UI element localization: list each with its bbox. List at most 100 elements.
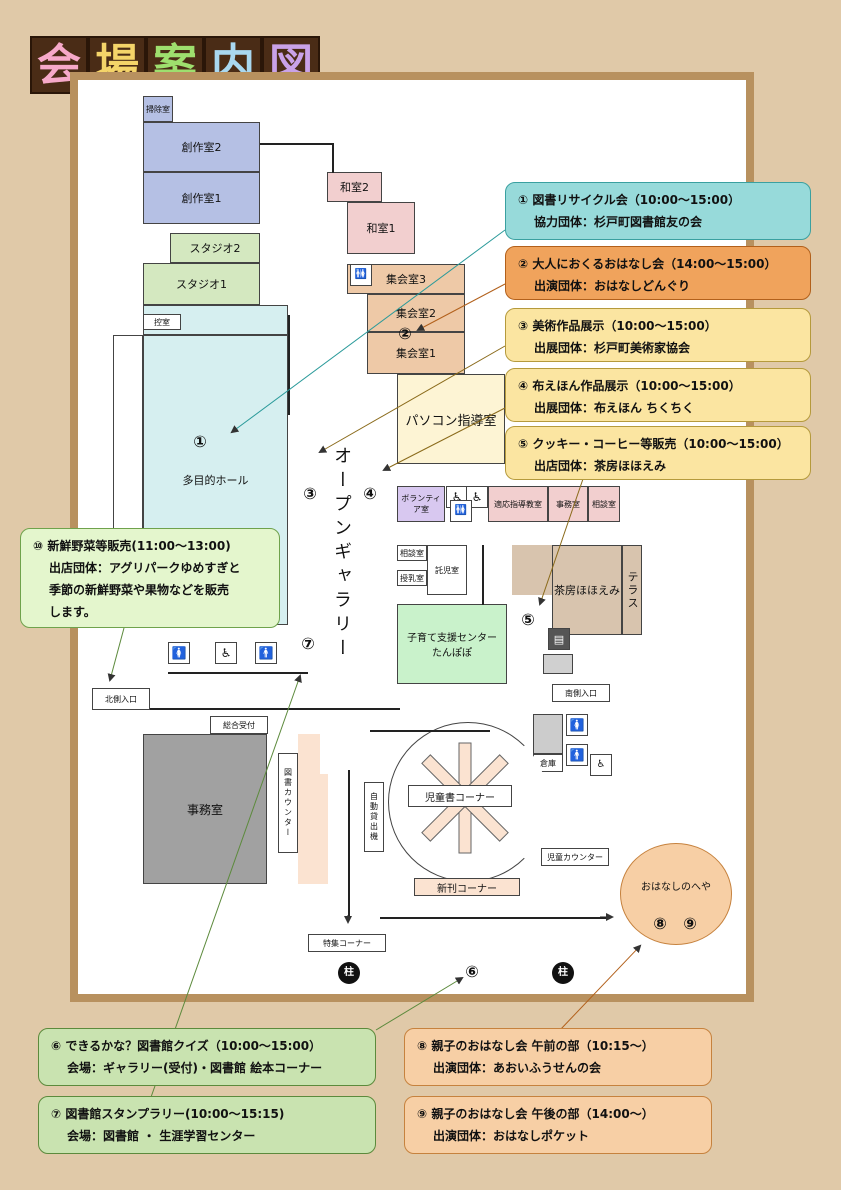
callout-2-line2: 出演団体：おはなしどんぐり xyxy=(534,279,691,293)
accessible-toilet-icon-3: ♿ xyxy=(590,754,612,776)
callout-9-line1: ⑨ 親子のおはなし会 午後の部（14:00～） xyxy=(417,1107,654,1121)
room-hikae: 控室 xyxy=(143,314,181,330)
callout-5-line2: 出店団体：茶房ほほえみ xyxy=(534,459,667,473)
callout-7-line1: ⑦ 図書館スタンプラリー(10:00～15:15) xyxy=(51,1107,285,1121)
callout-7-line2: 会場：図書館 ・ 生涯学習センター xyxy=(67,1129,256,1143)
pillar-2: 柱 xyxy=(552,962,574,984)
library-counter: 図書カウンター xyxy=(278,753,298,853)
marker-7: ⑦ xyxy=(301,634,315,653)
sogo-uketsuke: 総合受付 xyxy=(210,716,268,734)
pillar-1: 柱 xyxy=(338,962,360,984)
gray-block xyxy=(543,654,573,674)
callout-10-line3: 季節の新鮮野菜や果物などを販売 xyxy=(49,583,230,597)
arrow-right-line xyxy=(380,917,610,919)
callout-2: ② 大人におくるおはなし会（14:00～15:00） 出演団体：おはなしどんぐり xyxy=(505,246,811,300)
marker-9: ⑨ xyxy=(683,914,697,933)
room-shukai2: 集会室2 xyxy=(367,294,465,332)
ohanashi-room xyxy=(620,843,732,945)
wall-6 xyxy=(482,545,484,605)
marker-2: ② xyxy=(398,324,412,343)
marker-3: ③ xyxy=(303,484,317,503)
room-washitsu1: 和室1 xyxy=(347,202,415,254)
marker-4: ④ xyxy=(363,484,377,503)
room-sosaku1: 創作室1 xyxy=(143,172,260,224)
sabo-kitchen xyxy=(512,545,552,595)
room-jimu-small: 事務室 xyxy=(548,486,588,522)
female-toilet-icon: 🚺 xyxy=(566,714,588,736)
callout-10-line2: 出店団体：アグリパークゆめすぎと xyxy=(49,561,241,575)
accessible-toilet-icon-4: ♿ xyxy=(215,642,237,664)
room-kosodate: 子育て支援センターたんぽぽ xyxy=(397,604,507,684)
room-kanki: 授乳室 xyxy=(397,570,427,586)
room-cleaning: 掃除室 xyxy=(143,96,173,122)
title-char-1: 会 xyxy=(30,36,88,94)
callout-1-line2: 協力団体：杉戸町図書館友の会 xyxy=(534,215,703,229)
arrow-down-line xyxy=(348,770,350,920)
counter-shade-2 xyxy=(298,774,328,884)
room-kita-entrance: 北側入口 xyxy=(92,688,150,710)
callout-8-line2: 出演団体：あおいふうせんの会 xyxy=(433,1061,602,1075)
marker-6: ⑥ xyxy=(465,962,479,981)
callout-3: ③ 美術作品展示（10:00～15:00） 出展団体：杉戸町美術家協会 xyxy=(505,308,811,362)
callout-4-line1: ④ 布えほん作品展示（10:00～15:00） xyxy=(518,379,741,393)
shinkan-corner: 新刊コーナー xyxy=(414,878,520,896)
jido-counter: 児童カウンター xyxy=(541,848,609,866)
room-pc: パソコン指導室 xyxy=(397,374,505,464)
room-shukai1: 集会室1 xyxy=(367,332,465,374)
room-minami-entrance: 南側入口 xyxy=(552,684,610,702)
callout-6-line2: 会場：ギャラリー(受付)・図書館 絵本コーナー xyxy=(67,1061,323,1075)
room-tekio: 適応指導教室 xyxy=(488,486,548,522)
room-sabo: 茶房ほほえみ xyxy=(552,545,622,635)
ohanashi-label: おはなしのへや xyxy=(641,882,711,893)
callout-6-line1: ⑥ できるかな？図書館クイズ（10:00～15:00） xyxy=(51,1039,322,1053)
jidosho-corner: 児童書コーナー xyxy=(408,785,512,807)
tokushu-corner: 特集コーナー xyxy=(308,934,386,952)
callout-4: ④ 布えほん作品展示（10:00～15:00） 出展団体：布えほん ちくちく xyxy=(505,368,811,422)
male-toilet-icon: 🚹 xyxy=(566,744,588,766)
room-volunteer: ボランティア室 xyxy=(397,486,445,522)
counter-shade-1 xyxy=(298,734,320,774)
toilet-pc-icon: 🚻 xyxy=(450,500,472,522)
callout-1: ① 図書リサイクル会（10:00～15:00） 協力団体：杉戸町図書館友の会 xyxy=(505,182,811,240)
room-sosaku2: 創作室2 xyxy=(143,122,260,172)
room-washitsu2: 和室2 xyxy=(327,172,382,202)
toilet-shukai-icon: 🚻 xyxy=(350,264,372,286)
wall-7 xyxy=(168,672,308,674)
callout-6: ⑥ できるかな？図書館クイズ（10:00～15:00） 会場：ギャラリー(受付)… xyxy=(38,1028,376,1086)
room-takuji: 託児室 xyxy=(427,545,467,595)
callout-4-line2: 出展団体：布えほん ちくちく xyxy=(534,401,695,415)
elevator-icon: ▤ xyxy=(548,628,570,650)
callout-3-line2: 出展団体：杉戸町美術家協会 xyxy=(534,341,691,355)
callout-9-line2: 出演団体：おはなしポケット xyxy=(433,1129,590,1143)
room-terrace: テラス xyxy=(622,545,642,635)
callout-10-line4: します。 xyxy=(49,605,96,619)
callout-10-line1: ⑩ 新鮮野菜等販売(11:00～13:00) xyxy=(33,539,231,553)
marker-1: ① xyxy=(193,432,207,451)
callout-5-line1: ⑤ クッキー・コーヒー等販売（10:00～15:00） xyxy=(518,437,789,451)
toilet-block xyxy=(533,714,563,754)
wall-2 xyxy=(332,143,334,173)
room-studio2: スタジオ2 xyxy=(170,233,260,263)
callout-10: ⑩ 新鮮野菜等販売(11:00～13:00) 出店団体：アグリパークゆめすぎと … xyxy=(20,528,280,628)
male-toilet-icon-2: 🚹 xyxy=(255,642,277,664)
room-sodan-2: 相談室 xyxy=(397,545,427,561)
wall-4 xyxy=(150,708,400,710)
hall-side-corridor xyxy=(113,335,143,535)
callout-2-line1: ② 大人におくるおはなし会（14:00～15:00） xyxy=(518,257,777,271)
room-sodan-1: 相談室 xyxy=(588,486,620,522)
room-studio1: スタジオ1 xyxy=(143,263,260,305)
callout-3-line1: ③ 美術作品展示（10:00～15:00） xyxy=(518,319,717,333)
callout-9: ⑨ 親子のおはなし会 午後の部（14:00～） 出演団体：おはなしポケット xyxy=(404,1096,712,1154)
marker-8: ⑧ xyxy=(653,914,667,933)
callout-7: ⑦ 図書館スタンプラリー(10:00～15:15) 会場：図書館 ・ 生涯学習セ… xyxy=(38,1096,376,1154)
wall-3 xyxy=(288,315,290,415)
callout-8: ⑧ 親子のおはなし会 午前の部（10:15～） 出演団体：あおいふうせんの会 xyxy=(404,1028,712,1086)
female-toilet-icon-2: 🚺 xyxy=(168,642,190,664)
callout-5: ⑤ クッキー・コーヒー等販売（10:00～15:00） 出店団体：茶房ほほえみ xyxy=(505,426,811,480)
wall-1 xyxy=(260,143,332,145)
open-gallery-label: オープンギャラリー xyxy=(331,446,352,662)
auto-lending-machine: 自動貸出機 xyxy=(364,782,384,852)
marker-5: ⑤ xyxy=(521,610,535,629)
room-jimu: 事務室 xyxy=(143,734,267,884)
callout-1-line1: ① 図書リサイクル会（10:00～15:00） xyxy=(518,193,741,207)
